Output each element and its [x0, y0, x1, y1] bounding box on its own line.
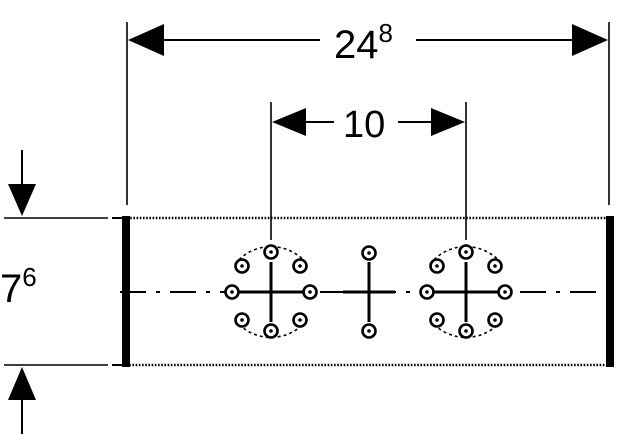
arrow-down-icon — [8, 184, 36, 216]
extension-lines — [4, 22, 610, 366]
arrow-right-icon — [572, 24, 608, 56]
center-cross-fixture — [343, 245, 395, 339]
total-width-label: 248 — [334, 18, 393, 67]
arrow-up-icon — [8, 367, 36, 400]
arrow-left-icon — [128, 24, 164, 56]
arrow-right-icon — [431, 108, 465, 136]
arrow-left-icon — [272, 108, 306, 136]
dimension-height: 76 — [0, 150, 37, 434]
spacing-label: 10 — [343, 104, 385, 146]
dimension-total-width: 248 — [128, 18, 608, 67]
height-label: 76 — [0, 262, 37, 311]
right-valve-rosette — [419, 244, 513, 339]
left-valve-rosette — [224, 244, 318, 339]
dimension-spacing: 10 — [272, 104, 465, 146]
